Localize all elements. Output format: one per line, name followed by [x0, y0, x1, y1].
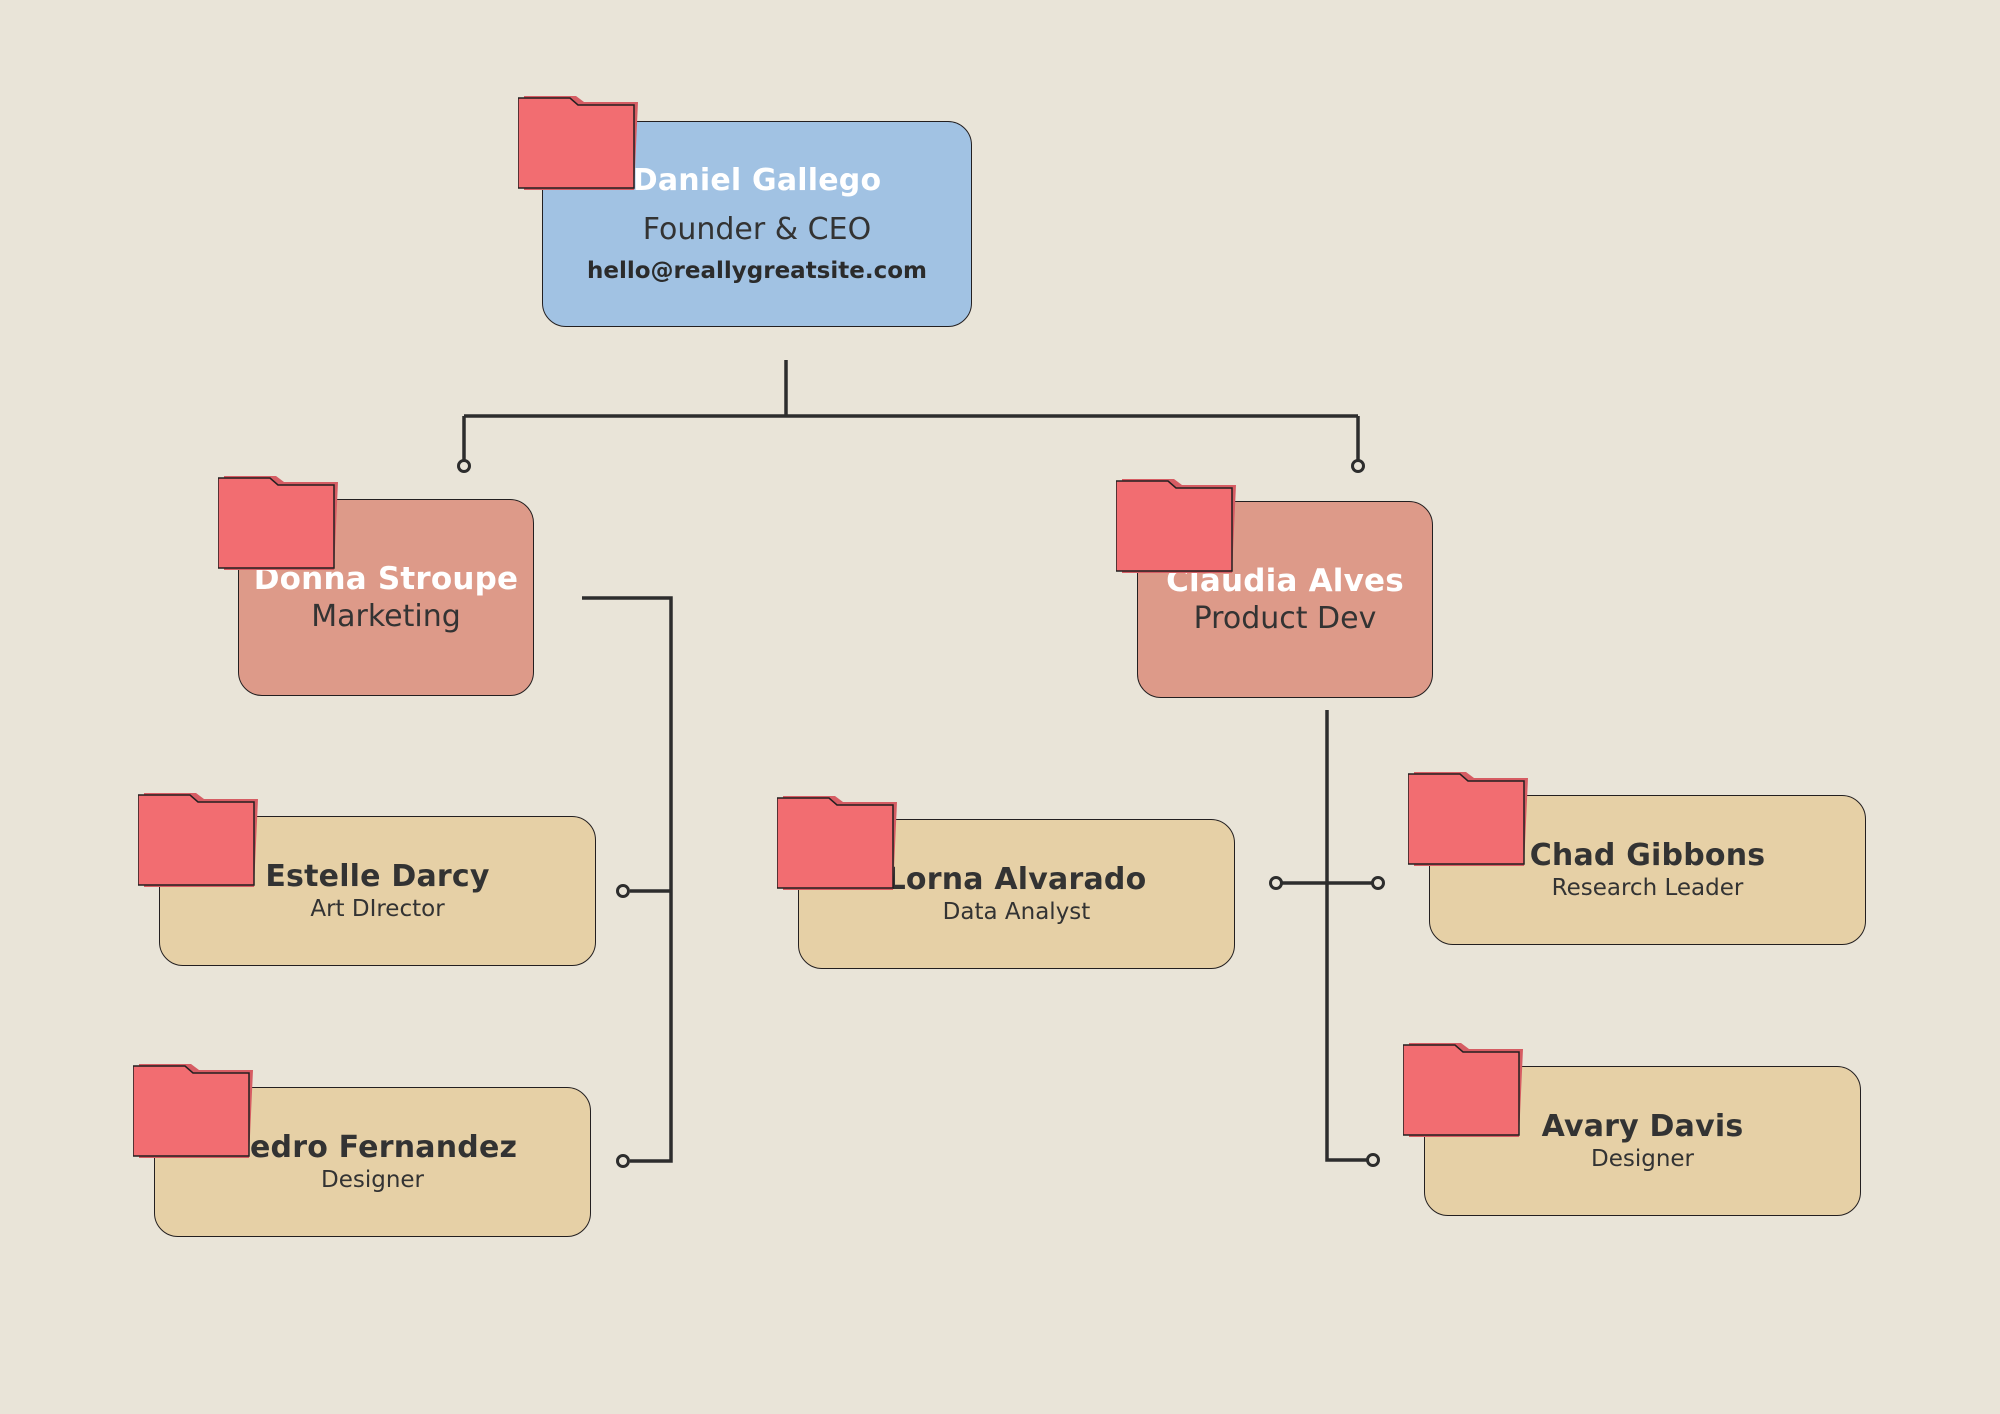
- connector-node: [1351, 459, 1365, 473]
- manager-department: Product Dev: [1193, 601, 1377, 637]
- connector-node: [1366, 1153, 1380, 1167]
- connector-node: [457, 459, 471, 473]
- staff-role: Designer: [320, 1167, 425, 1194]
- folder-icon: [133, 1064, 255, 1158]
- connector-product-trunk: [1325, 710, 1367, 1162]
- folder-icon: [1403, 1043, 1525, 1137]
- ceo-name: Daniel Gallego: [632, 163, 882, 199]
- staff-role: Data Analyst: [942, 899, 1091, 926]
- staff-role: Designer: [1590, 1146, 1695, 1173]
- staff-name: Pedro Fernandez: [227, 1129, 518, 1165]
- staff-card-research-leader: Chad Gibbons Research Leader: [1429, 795, 1866, 945]
- folder-icon: [1116, 479, 1238, 573]
- folder-icon: [1408, 772, 1530, 866]
- connector-node: [616, 884, 630, 898]
- connector-node: [1269, 876, 1283, 890]
- connector-marketing-trunk: [582, 596, 673, 1163]
- folder-icon: [218, 476, 340, 570]
- staff-name: Chad Gibbons: [1529, 837, 1766, 873]
- connector-node: [1371, 876, 1385, 890]
- ceo-card: Daniel Gallego Founder & CEO hello@reall…: [542, 121, 972, 327]
- ceo-email: hello@reallygreatsite.com: [587, 257, 927, 284]
- folder-icon: [138, 793, 260, 887]
- manager-department: Marketing: [311, 599, 461, 635]
- folder-icon: [518, 96, 640, 190]
- connector-node: [616, 1154, 630, 1168]
- staff-name: Avary Davis: [1541, 1108, 1744, 1144]
- ceo-title: Founder & CEO: [642, 212, 872, 248]
- staff-name: Estelle Darcy: [265, 858, 490, 894]
- staff-name: Lorna Alvarado: [886, 861, 1147, 897]
- folder-icon: [777, 796, 899, 890]
- staff-role: Research Leader: [1551, 875, 1744, 902]
- staff-role: Art DIrector: [310, 896, 445, 923]
